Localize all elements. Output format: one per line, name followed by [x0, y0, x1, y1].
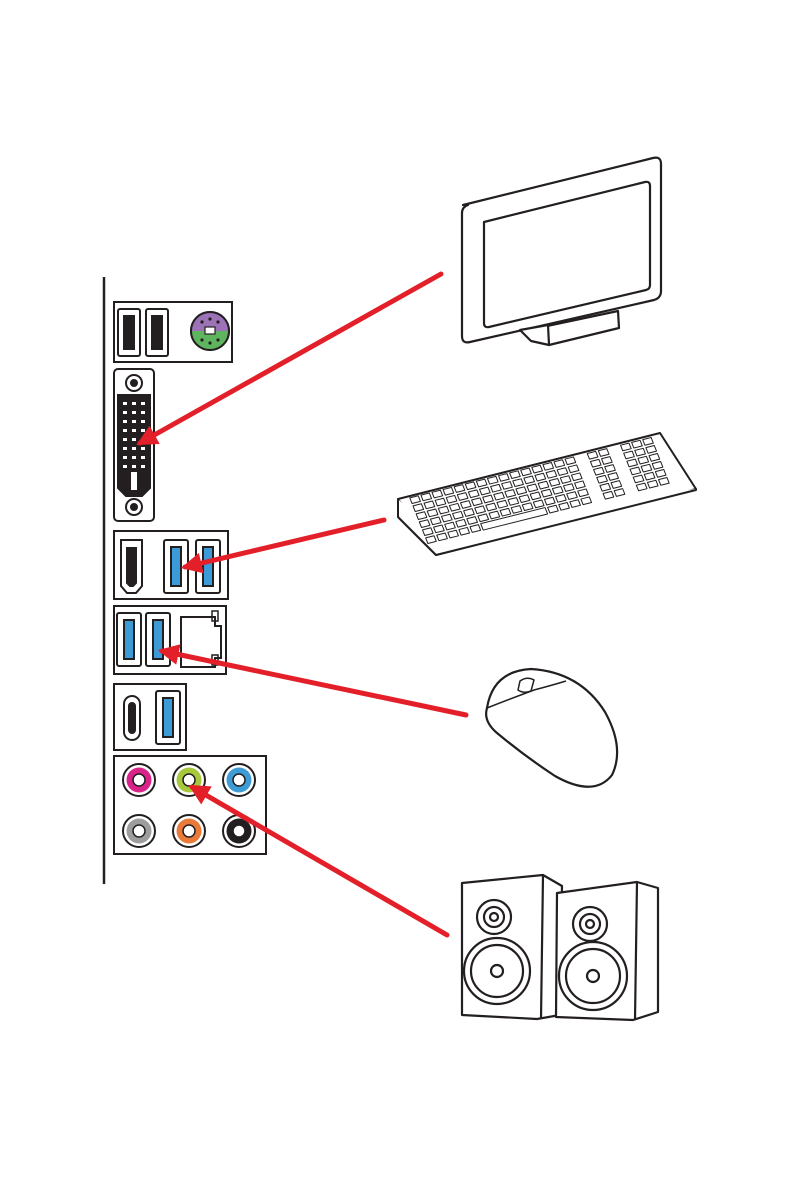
speakers-to-audio-arrow [192, 787, 447, 935]
audio-jack [173, 815, 205, 847]
dvi-pin [132, 438, 136, 441]
dvi-pin [123, 456, 127, 459]
dvi-pin [132, 447, 136, 450]
dvi-pin [132, 465, 136, 468]
dvi-pin [141, 402, 145, 405]
dvi-port [114, 369, 154, 521]
speakers-icon [462, 875, 658, 1020]
dvi-pin [141, 447, 145, 450]
mouse-to-usb-arrow [162, 651, 466, 715]
dvi-pin [141, 465, 145, 468]
dvi-pin [123, 402, 127, 405]
ps2-port [191, 312, 229, 350]
dvi-pin [141, 456, 145, 459]
dvi-pin [123, 429, 127, 432]
dvi-pin [141, 429, 145, 432]
speaker-left [462, 875, 562, 1019]
dvi-pin [132, 456, 136, 459]
dvi-pin [123, 438, 127, 441]
monitor-icon [462, 158, 661, 345]
dvi-pin [123, 465, 127, 468]
audio-jack [223, 764, 255, 796]
dvi-pin [123, 447, 127, 450]
dvi-pin [123, 411, 127, 414]
dvi-pin [141, 411, 145, 414]
speaker-right [556, 882, 658, 1020]
dvi-pin [123, 420, 127, 423]
mouse-icon [486, 669, 617, 787]
audio-jack [123, 815, 155, 847]
dvi-pin [132, 429, 136, 432]
dvi-pin [132, 402, 136, 405]
io-panel [104, 277, 266, 884]
keyboard-icon [398, 433, 696, 555]
dvi-pin [141, 420, 145, 423]
dvi-pin [132, 411, 136, 414]
dvi-pin [132, 420, 136, 423]
audio-jack [123, 764, 155, 796]
